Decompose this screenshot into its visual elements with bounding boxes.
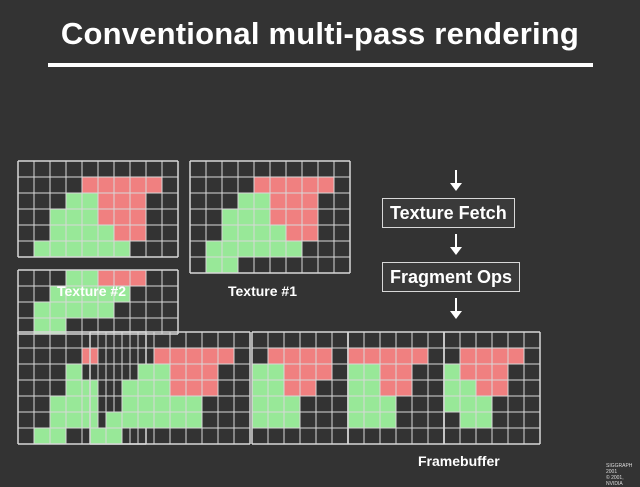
texture-2-label: Texture #2 [57,283,126,299]
texture-1-label: Texture #1 [228,283,297,299]
texture-fetch-box: Texture Fetch [382,198,515,228]
down-arrow-icon [450,298,462,320]
slide-title: Conventional multi-pass rendering [60,16,580,51]
down-arrow-icon [450,234,462,256]
title-underline [48,63,593,67]
fragment-ops-box: Fragment Ops [382,262,521,292]
copyright-notice: SIGGRAPH 2001© 2001, NVIDIA [606,463,633,487]
framebuffer-label: Framebuffer [418,453,500,469]
down-arrow-icon [450,170,462,192]
